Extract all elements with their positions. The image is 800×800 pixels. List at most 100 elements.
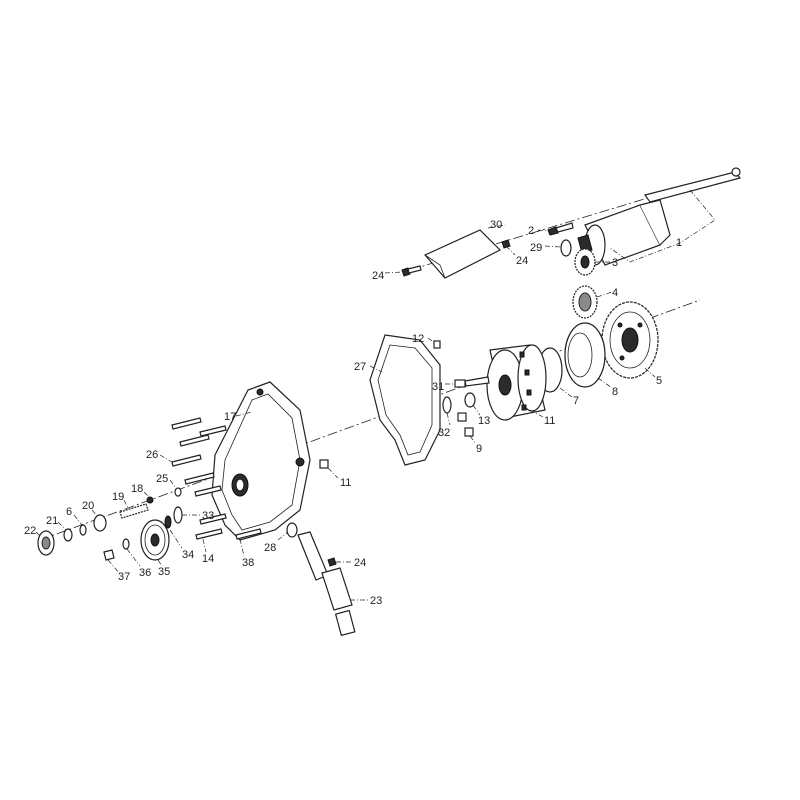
callout-2: 2 [528, 225, 534, 237]
callout-28: 28 [264, 542, 276, 554]
washer-6[interactable] [79, 524, 87, 536]
callout-8: 8 [612, 386, 618, 398]
leader-38 [239, 538, 245, 557]
callout-5: 5 [656, 375, 662, 387]
callout-9: 9 [476, 443, 482, 455]
leader-12 [427, 337, 436, 344]
callout-7: 7 [573, 395, 579, 407]
leader-30 [487, 224, 506, 229]
starter-motor[interactable] [577, 167, 742, 266]
callout-11-dowel: 11 [340, 477, 351, 489]
callout-21: 21 [46, 515, 58, 527]
leader-8 [597, 377, 613, 389]
callout-23: 23 [370, 595, 382, 607]
callout-1: 1 [676, 237, 682, 249]
leader-37 [107, 559, 121, 575]
bushing-20[interactable] [93, 514, 107, 532]
disc-8[interactable] [564, 322, 606, 388]
nut-37[interactable] [103, 549, 115, 561]
bolt-24-lower[interactable] [327, 557, 337, 567]
bolt-9[interactable] [457, 412, 474, 437]
leader-24-right [505, 245, 516, 256]
callout-34: 34 [182, 549, 194, 561]
bolt-24-right[interactable] [501, 239, 511, 249]
leader-11a [529, 409, 544, 418]
callout-32: 32 [438, 427, 450, 439]
washer-36[interactable] [122, 538, 130, 550]
callout-30: 30 [490, 219, 502, 231]
bolt-38[interactable] [235, 528, 262, 540]
callout-29: 29 [530, 242, 542, 254]
leader-32 [446, 412, 451, 426]
callout-4: 4 [612, 287, 618, 299]
grommet-28[interactable] [286, 522, 298, 538]
leader-6 [73, 514, 83, 526]
leader-34 [169, 529, 183, 549]
dowel-11[interactable] [319, 459, 329, 469]
leader-20 [91, 509, 99, 518]
seal-32[interactable] [442, 396, 452, 414]
callout-35: 35 [158, 566, 170, 578]
bolt-set-26[interactable] [171, 417, 227, 497]
bolt-set-14[interactable] [195, 513, 227, 540]
plate-30[interactable] [424, 229, 502, 279]
callout-14: 14 [202, 553, 214, 565]
callout-17: 17 [224, 411, 236, 423]
leader-29 [544, 245, 562, 248]
callout-37: 37 [118, 571, 130, 583]
leader-18 [143, 491, 150, 498]
bolt-2[interactable] [547, 222, 574, 236]
sensor-23[interactable] [297, 531, 356, 637]
callout-27: 27 [354, 361, 366, 373]
leader-2 [537, 229, 549, 232]
leader-4 [596, 291, 613, 298]
leader-25 [169, 479, 177, 489]
leader-26 [159, 454, 173, 463]
pulley-35[interactable] [140, 519, 170, 561]
washer-25[interactable] [174, 487, 182, 497]
leader-27 [369, 365, 383, 373]
washer-34[interactable] [164, 515, 172, 529]
callout-18: 18 [131, 483, 143, 495]
leader-7 [559, 387, 573, 398]
gear-4[interactable] [572, 285, 598, 319]
spring-19[interactable] [119, 503, 149, 519]
gear-5[interactable] [601, 301, 659, 379]
callout-36: 36 [139, 567, 151, 579]
leader-14 [202, 538, 207, 553]
cover-17[interactable] [211, 381, 311, 541]
leader-1 [609, 189, 716, 263]
callout-24-left: 24 [372, 270, 384, 282]
callout-31: 31 [432, 381, 444, 393]
o-ring-29[interactable] [560, 239, 572, 257]
gear-3[interactable] [574, 248, 596, 276]
callout-33: 33 [202, 510, 214, 522]
callout-24-right: 24 [516, 255, 528, 267]
gasket-27[interactable] [369, 334, 441, 466]
leader-22 [35, 531, 41, 537]
dowel-12[interactable] [433, 340, 441, 349]
leader-13 [472, 404, 481, 416]
callout-12: 12 [412, 333, 424, 345]
callout-38: 38 [242, 557, 254, 569]
leader-36 [126, 548, 141, 567]
callout-19: 19 [112, 491, 124, 503]
callout-20: 20 [82, 500, 94, 512]
cap-22[interactable] [37, 530, 55, 556]
leader-5 [644, 367, 656, 378]
callout-26: 26 [146, 449, 158, 461]
callout-25: 25 [156, 473, 168, 485]
pin-18[interactable] [146, 496, 154, 504]
leader-17 [235, 411, 253, 417]
callout-22: 22 [24, 525, 36, 537]
bolt-31[interactable] [454, 376, 490, 388]
washer-21[interactable] [63, 528, 73, 542]
washer-13[interactable] [464, 392, 476, 408]
callout-3: 3 [612, 257, 618, 269]
bolt-24-left[interactable] [401, 265, 422, 277]
leader-19 [123, 499, 129, 509]
seal-33[interactable] [173, 506, 183, 524]
rotor-11[interactable] [486, 344, 547, 421]
callout-13: 13 [478, 415, 490, 427]
